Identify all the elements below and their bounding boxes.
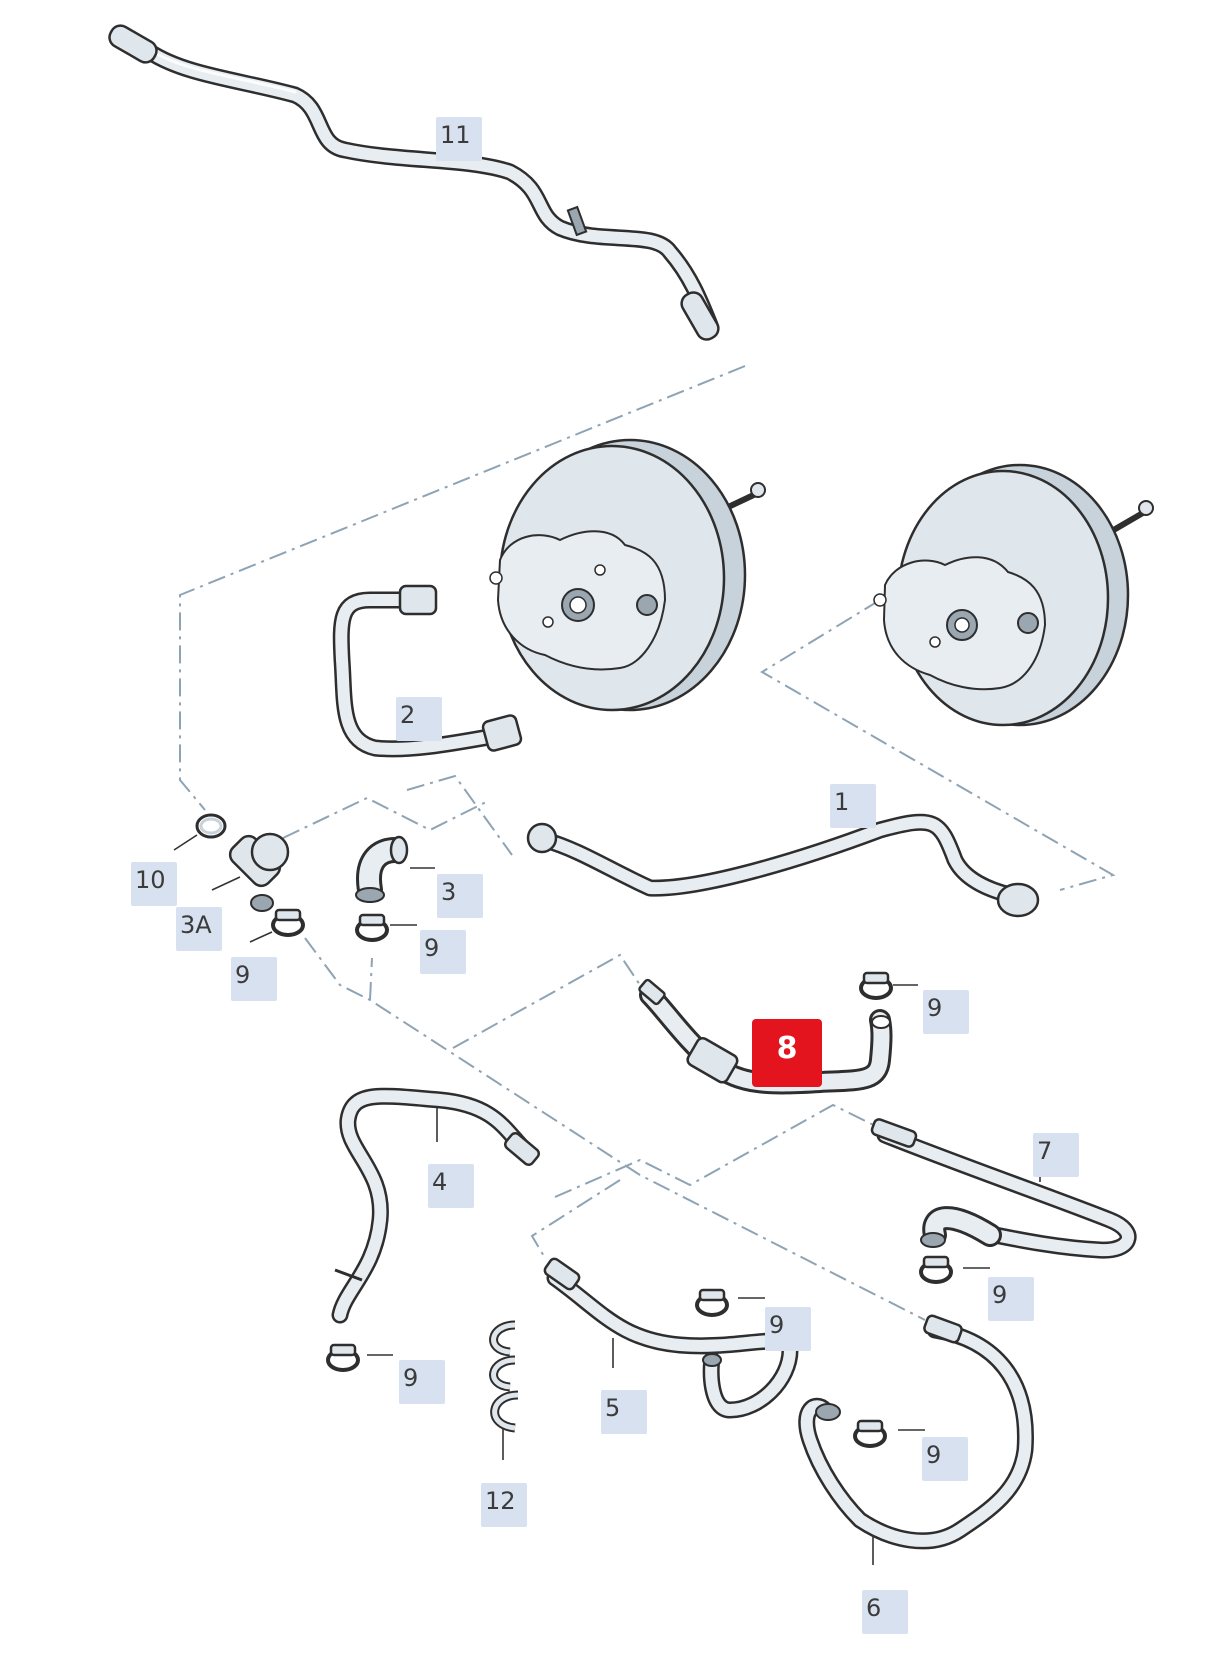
callout-label: 2	[400, 701, 416, 729]
callout-label: 3A	[180, 911, 212, 939]
callout-leaders	[173, 138, 1041, 1565]
callout-label: 3	[441, 878, 457, 906]
callout-label: 9	[769, 1311, 785, 1339]
clamp-9-b[interactable]	[355, 913, 389, 942]
callout-1[interactable]: 1	[830, 784, 876, 828]
callout-label: 9	[403, 1364, 419, 1392]
callout-7[interactable]: 7	[1033, 1133, 1079, 1177]
callout-label: 5	[605, 1394, 621, 1422]
clamp-9-e[interactable]	[695, 1288, 729, 1317]
hose-11[interactable]	[106, 22, 722, 343]
hose-7[interactable]	[870, 1118, 1137, 1259]
elbow-3[interactable]	[355, 835, 409, 903]
clamp-9-f[interactable]	[326, 1343, 360, 1372]
ring-10[interactable]	[195, 813, 227, 839]
clips-12[interactable]	[489, 1320, 519, 1433]
callout-3A[interactable]: 3A	[176, 907, 222, 951]
pipe-2[interactable]	[332, 584, 523, 758]
hose-6[interactable]	[798, 1314, 1034, 1550]
callout-5[interactable]: 5	[601, 1390, 647, 1434]
callout-11[interactable]: 11	[436, 117, 482, 161]
callout-9-g[interactable]: 9	[922, 1437, 968, 1481]
callout-10[interactable]: 10	[131, 862, 177, 906]
callout-label: 9	[235, 961, 251, 989]
hose-5[interactable]	[543, 1257, 799, 1419]
callout-9-f[interactable]: 9	[399, 1360, 445, 1404]
callout-label: 6	[866, 1594, 882, 1622]
callout-3[interactable]: 3	[437, 874, 483, 918]
brake-booster-left	[489, 438, 766, 712]
callout-label: 7	[1037, 1137, 1053, 1165]
callout-9-d[interactable]: 9	[988, 1277, 1034, 1321]
callout-12[interactable]: 12	[481, 1483, 527, 1527]
callout-2[interactable]: 2	[396, 697, 442, 741]
clamp-9-d[interactable]	[919, 1255, 953, 1284]
callout-6[interactable]: 6	[862, 1590, 908, 1634]
callout-9-e[interactable]: 9	[765, 1307, 811, 1351]
callout-label: 9	[992, 1281, 1008, 1309]
callout-label: 10	[135, 866, 166, 894]
callout-4[interactable]: 4	[428, 1164, 474, 1208]
callout-label: 4	[432, 1168, 448, 1196]
valve-3A[interactable]	[226, 832, 290, 912]
callout-label: 1	[834, 788, 850, 816]
callout-label: 12	[485, 1487, 516, 1515]
brake-booster-right	[873, 463, 1154, 727]
pipe-1[interactable]	[526, 813, 1040, 918]
callout-label: 9	[424, 934, 440, 962]
callout-label: 8	[776, 1031, 798, 1066]
callout-9-a[interactable]: 9	[231, 957, 277, 1001]
hose-4[interactable]	[331, 1087, 541, 1324]
callout-9-b[interactable]: 9	[420, 930, 466, 974]
callout-label: 11	[440, 121, 471, 149]
clamp-9-a[interactable]	[271, 908, 305, 937]
callout-label: 9	[926, 1441, 942, 1469]
clamp-9-g[interactable]	[853, 1419, 887, 1448]
assembly-leader-lines	[179, 365, 1116, 1321]
clamp-9-c[interactable]	[859, 971, 893, 1000]
callout-9-c[interactable]: 9	[923, 990, 969, 1034]
callout-8-selected[interactable]: 8	[752, 1019, 822, 1087]
callout-label: 9	[927, 994, 943, 1022]
